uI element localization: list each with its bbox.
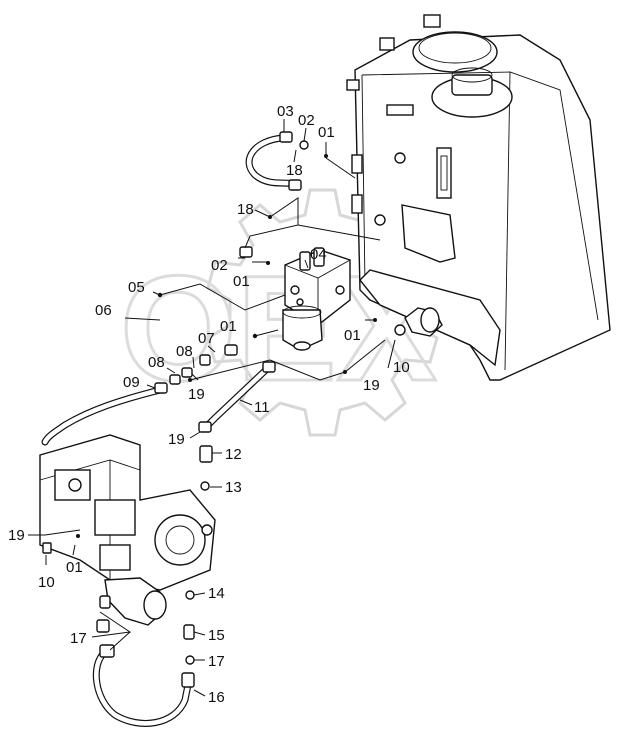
- callout-12: 12: [225, 446, 242, 463]
- callout-11: 11: [254, 399, 270, 416]
- lower-hose: [42, 445, 213, 727]
- callout-01: 01: [220, 318, 237, 335]
- callout-08: 08: [148, 354, 165, 371]
- leader-dots: [76, 154, 377, 538]
- callout-04: 04: [310, 246, 327, 263]
- callout-03: 03: [277, 103, 294, 120]
- callout-02: 02: [298, 112, 315, 129]
- callout-13: 13: [225, 479, 242, 496]
- valve-block: [282, 247, 351, 351]
- leader-lines: [28, 119, 396, 697]
- hydraulic-pump: [39, 434, 216, 626]
- callout-07: 07: [198, 330, 215, 347]
- pump-feed-hose: [41, 344, 238, 446]
- callout-19: 19: [168, 431, 185, 448]
- hose-11: [198, 361, 276, 433]
- callout-17: 17: [70, 630, 87, 647]
- callout-18: 18: [237, 201, 254, 218]
- callout-08: 08: [176, 343, 193, 360]
- callout-19: 19: [188, 386, 205, 403]
- outlet-elbow: [394, 307, 443, 337]
- callout-19: 19: [363, 377, 380, 394]
- callout-01: 01: [66, 559, 83, 576]
- callout-01: 01: [233, 273, 250, 290]
- hydraulic-tank: [346, 14, 611, 381]
- callout-16: 16: [208, 689, 225, 706]
- callout-10: 10: [38, 574, 55, 591]
- callout-01: 01: [344, 327, 361, 344]
- callout-19: 19: [8, 527, 25, 544]
- callout-17: 17: [208, 653, 225, 670]
- callout-01: 01: [318, 124, 335, 141]
- callout-10: 10: [393, 359, 410, 376]
- callout-18: 18: [286, 162, 303, 179]
- callout-06: 06: [95, 302, 112, 319]
- callout-02: 02: [211, 257, 228, 274]
- callout-14: 14: [208, 585, 225, 602]
- callout-09: 09: [123, 374, 140, 391]
- callout-05: 05: [128, 279, 145, 296]
- callout-labels: 03 02 01 18 18 04 02 01 05 06 01 01 07 0…: [8, 103, 410, 706]
- callout-15: 15: [208, 627, 225, 644]
